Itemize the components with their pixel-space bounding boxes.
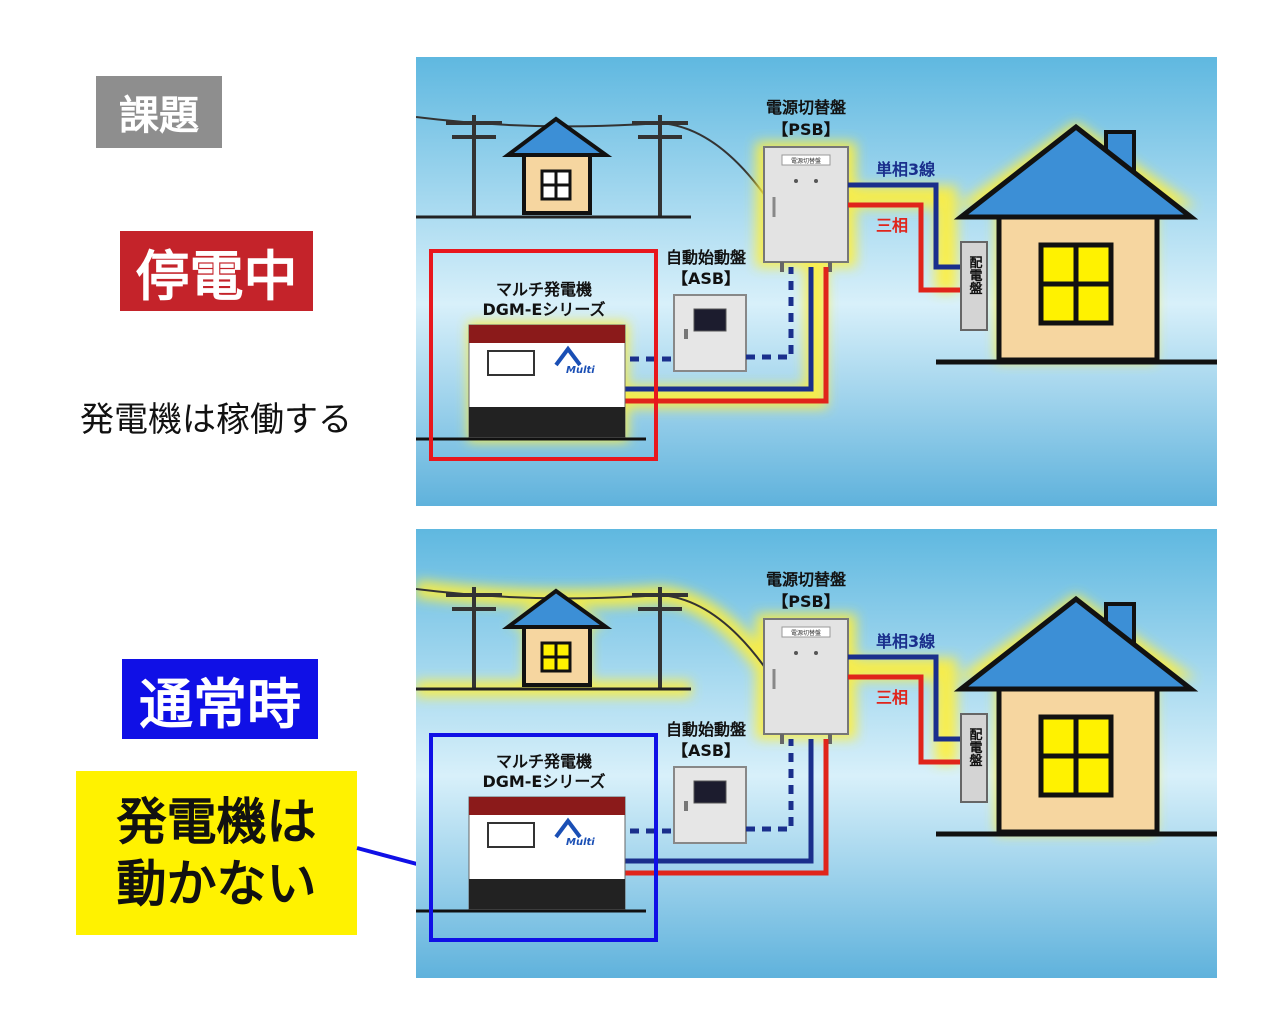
asb-code: 【ASB】 xyxy=(672,269,740,288)
three-phase-label: 三相 xyxy=(876,688,908,707)
generator-title: マルチ発電機 xyxy=(496,752,592,771)
psb-code: 【PSB】 xyxy=(772,120,839,139)
outage-diagram: 電源切替盤 電源切替盤 【PSB】 単相3線 三相 配電盤 自動始動盤 【ASB… xyxy=(416,57,1217,506)
generator-stops-line2: 動かない xyxy=(116,855,317,913)
asb-title: 自動始動盤 xyxy=(666,248,747,267)
issue-tag: 課題 xyxy=(96,76,222,148)
asb-cabinet-icon xyxy=(673,294,747,372)
distribution-board-icon xyxy=(960,713,988,803)
single-phase-label: 単相3線 xyxy=(876,632,935,651)
main-house-icon xyxy=(953,123,1199,363)
asb-cabinet-icon xyxy=(673,766,747,844)
psb-code: 【PSB】 xyxy=(772,592,839,611)
generator-icon: Multi xyxy=(468,796,626,910)
neighbor-house-icon xyxy=(502,588,613,687)
generator-icon: Multi xyxy=(468,324,626,438)
distribution-board-label: 配電盤 xyxy=(967,728,984,768)
asb-title: 自動始動盤 xyxy=(666,720,747,739)
generator-stops-line1: 発電機は xyxy=(116,792,317,851)
psb-plate: 電源切替盤 xyxy=(791,157,821,165)
single-phase-label: 単相3線 xyxy=(876,160,935,179)
outage-tag: 停電中 xyxy=(120,231,313,311)
main-house-icon xyxy=(953,595,1199,835)
utility-pole-icon xyxy=(416,115,767,217)
brand-logo: Multi xyxy=(566,365,595,376)
utility-pole-icon xyxy=(416,587,767,689)
generator-runs-text: 発電機は稼働する xyxy=(80,400,352,440)
neighbor-house-icon xyxy=(502,116,613,215)
normal-diagram: 電源切替盤 電源切替盤 【PSB】 単相3線 三相 配電盤 自動始動盤 【ASB… xyxy=(416,529,1217,978)
generator-series: DGM-Eシリーズ xyxy=(482,772,605,791)
generator-highlight-frame xyxy=(429,733,658,942)
psb-cabinet-icon: 電源切替盤 xyxy=(763,618,849,744)
generator-title: マルチ発電機 xyxy=(496,280,592,299)
normal-tag: 通常時 xyxy=(122,659,318,739)
generator-series: DGM-Eシリーズ xyxy=(482,300,605,319)
distribution-board-label: 配電盤 xyxy=(967,256,984,296)
asb-code: 【ASB】 xyxy=(672,741,740,760)
psb-title: 電源切替盤 xyxy=(766,570,847,589)
three-phase-label: 三相 xyxy=(876,216,908,235)
psb-plate: 電源切替盤 xyxy=(791,629,821,637)
psb-cabinet-icon: 電源切替盤 xyxy=(763,146,849,272)
psb-title: 電源切替盤 xyxy=(766,98,847,117)
generator-highlight-frame xyxy=(429,249,658,461)
generator-stops-callout: 発電機は 動かない xyxy=(76,771,357,935)
brand-logo: Multi xyxy=(566,837,595,848)
distribution-board-icon xyxy=(960,241,988,331)
